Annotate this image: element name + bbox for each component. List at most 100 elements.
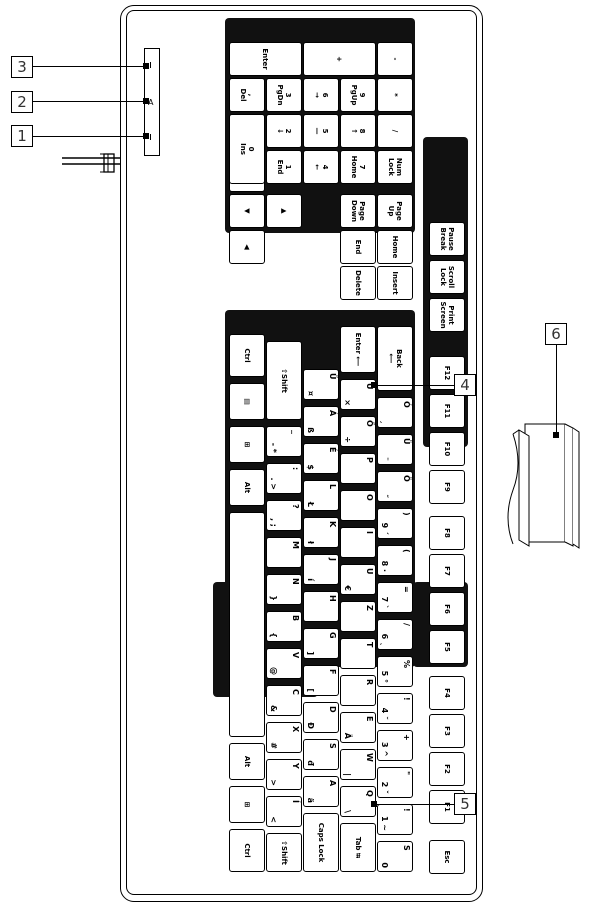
key-del[interactable]: , Del	[229, 78, 265, 112]
key-sym[interactable]: -	[377, 42, 413, 76]
key-f5[interactable]: F5	[429, 630, 465, 664]
key-sym[interactable]: (8 ·	[377, 545, 413, 576]
key-num-lock[interactable]: Num Lock	[377, 150, 413, 184]
key-sym[interactable]: _- *	[266, 426, 302, 457]
key-sym[interactable]: ▼	[229, 194, 265, 228]
key-p[interactable]: P	[340, 453, 376, 484]
key-page-up[interactable]: Page Up	[377, 194, 413, 228]
key-h[interactable]: H	[303, 591, 339, 622]
key-m[interactable]: M	[266, 537, 302, 568]
key-alt[interactable]: Alt	[229, 743, 265, 780]
key-y[interactable]: Y>	[266, 759, 302, 790]
key-r[interactable]: R	[340, 675, 376, 706]
key-f9[interactable]: F9	[429, 470, 465, 504]
key-sym[interactable]: :. >	[266, 463, 302, 494]
key-f8[interactable]: F8	[429, 516, 465, 550]
key-1-end[interactable]: 1 End	[266, 150, 302, 184]
key-8[interactable]: 8 ↑	[340, 114, 376, 148]
key-enter[interactable]: Enter ⟵	[340, 326, 376, 373]
key-sym[interactable]: !4 ˘	[377, 693, 413, 724]
key-x[interactable]: X#	[266, 722, 302, 753]
key-f10[interactable]: F10	[429, 432, 465, 466]
key-shift[interactable]: ⇧Shift	[266, 833, 302, 872]
key-back[interactable]: Back ⟵	[377, 326, 413, 391]
key-i[interactable]: I	[340, 527, 376, 558]
key-alt[interactable]: Alt	[229, 469, 265, 506]
key-sym[interactable]: ▤	[229, 383, 265, 420]
key-sym[interactable]: +	[303, 42, 376, 76]
key-4[interactable]: 4 ←	[303, 150, 339, 184]
key-space[interactable]	[229, 512, 265, 737]
key-sym[interactable]: =7 `	[377, 582, 413, 613]
key-sym[interactable]: Ö˝	[377, 471, 413, 502]
key-sym[interactable]: Í<	[266, 796, 302, 827]
key-f4[interactable]: F4	[429, 676, 465, 710]
key-5[interactable]: 5 —	[303, 114, 339, 148]
key-scroll-lock[interactable]: Scroll Lock	[429, 260, 465, 294]
key-sym[interactable]: +3 ^	[377, 730, 413, 761]
key-sym[interactable]: %5 °	[377, 656, 413, 687]
key-w[interactable]: W|	[340, 749, 376, 780]
key-end[interactable]: End	[340, 230, 376, 264]
key-home[interactable]: Home	[377, 230, 413, 264]
key-t[interactable]: T	[340, 638, 376, 669]
key-6[interactable]: 6 →	[303, 78, 339, 112]
key-insert[interactable]: Insert	[377, 266, 413, 300]
key-sym[interactable]: /	[377, 114, 413, 148]
key-b[interactable]: B{	[266, 611, 302, 642]
key-9-pgup[interactable]: 9 PgUp	[340, 78, 376, 112]
key-sym[interactable]: !1 ~	[377, 804, 413, 835]
key-enter[interactable]: Enter	[229, 42, 302, 76]
key-sym[interactable]: "2 ˇ	[377, 767, 413, 798]
key-7-home[interactable]: 7 Home	[340, 150, 376, 184]
key-sym[interactable]: /6 ˛	[377, 619, 413, 650]
key-0-ins[interactable]: 0 Ins	[229, 114, 265, 184]
key-sym[interactable]: )9 ´	[377, 508, 413, 539]
key-esc[interactable]: Esc	[429, 840, 465, 874]
key-f2[interactable]: F2	[429, 752, 465, 786]
key-f3[interactable]: F3	[429, 714, 465, 748]
key-c[interactable]: C&	[266, 685, 302, 716]
key-z[interactable]: Z	[340, 601, 376, 632]
key-3-pgdn[interactable]: 3 PgDn	[266, 78, 302, 112]
key-ctrl[interactable]: Ctrl	[229, 334, 265, 377]
key-o[interactable]: O	[340, 490, 376, 521]
key-sym[interactable]: *	[377, 78, 413, 112]
key-caps-lock[interactable]: Caps Lock	[303, 813, 339, 872]
key-f6[interactable]: F6	[429, 592, 465, 626]
key-2[interactable]: 2 ↓	[266, 114, 302, 148]
key-pause-break[interactable]: Pause Break	[429, 222, 465, 256]
key-sym[interactable]: Ó¸	[377, 397, 413, 428]
key-delete[interactable]: Delete	[340, 266, 376, 300]
key-sym[interactable]: É$	[303, 443, 339, 474]
key-sym[interactable]: Ü¨	[377, 434, 413, 465]
key-f[interactable]: F[	[303, 665, 339, 696]
key-sym[interactable]: ▲	[266, 194, 302, 228]
key-u[interactable]: U€	[340, 564, 376, 595]
key-ctrl[interactable]: Ctrl	[229, 829, 265, 872]
key-sym[interactable]: ◀	[229, 230, 265, 264]
key-print-screen[interactable]: Print Screen	[429, 298, 465, 332]
key-sym[interactable]: Ű¤	[303, 369, 339, 400]
key-sym[interactable]: ?, ;	[266, 500, 302, 531]
key-shift[interactable]: ⇧Shift	[266, 341, 302, 420]
key-f7[interactable]: F7	[429, 554, 465, 588]
key-n[interactable]: N}	[266, 574, 302, 605]
key-g[interactable]: G]	[303, 628, 339, 659]
key-sym[interactable]: ⊞	[229, 786, 265, 823]
key-sym[interactable]: ⊞	[229, 426, 265, 463]
key-tab[interactable]: Tab ⭾	[340, 823, 376, 872]
key-f11[interactable]: F11	[429, 394, 465, 428]
key-sym[interactable]: Ő÷	[340, 416, 376, 447]
key-v[interactable]: V@	[266, 648, 302, 679]
key-page-down[interactable]: Page Down	[340, 194, 376, 228]
